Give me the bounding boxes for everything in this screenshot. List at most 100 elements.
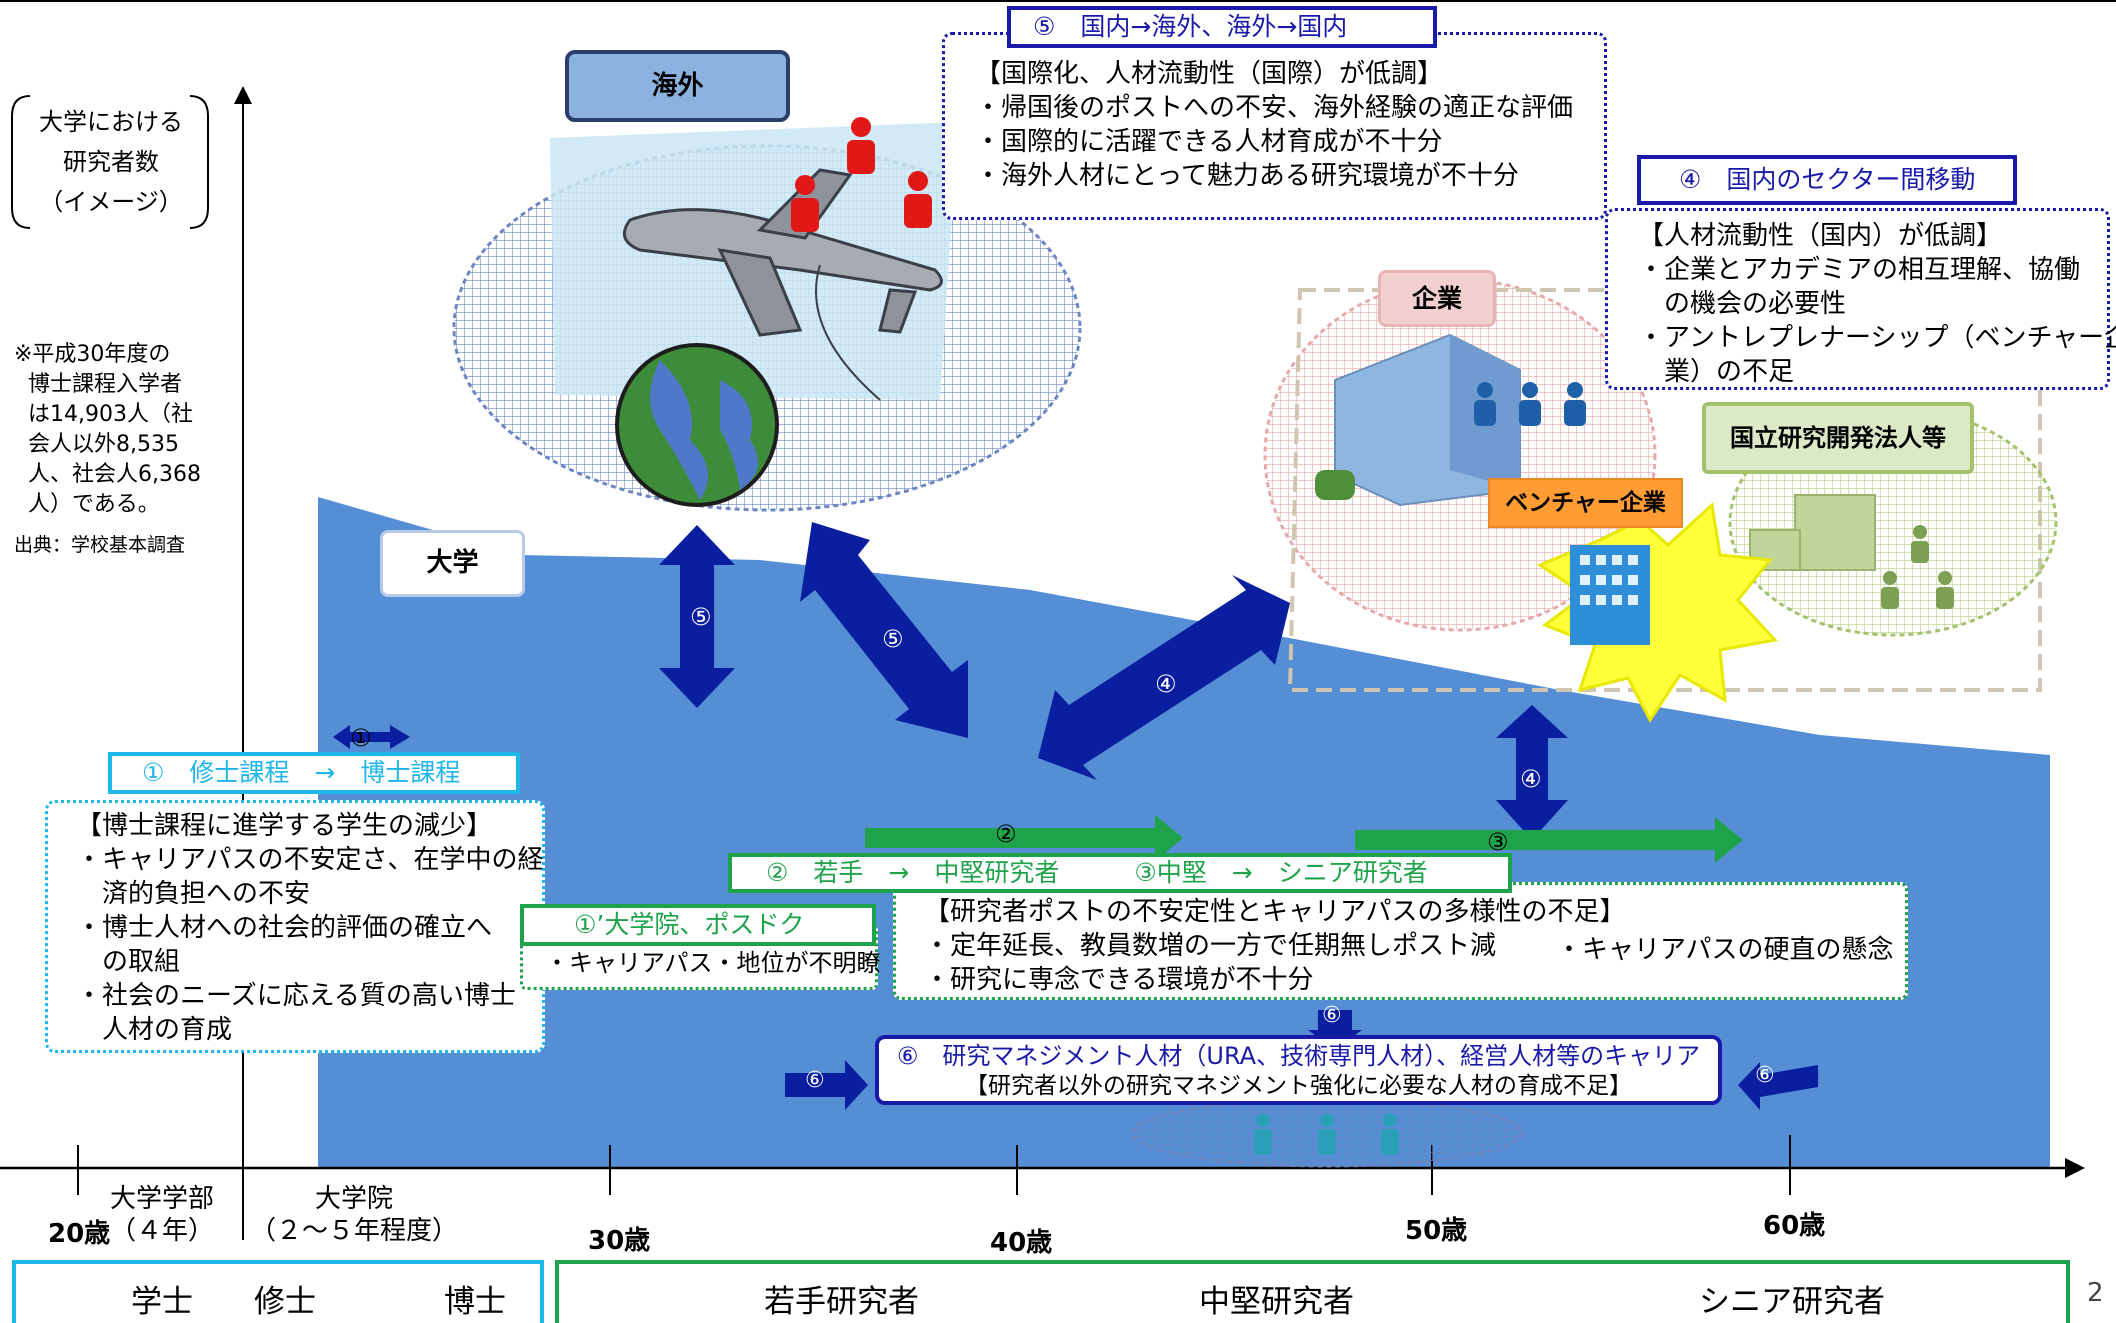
note-text: ※平成30年度の 博士課程入学者 は14,903人（社 会人以外8,535 人、… — [14, 340, 201, 520]
globe-icon — [615, 343, 779, 507]
management-people-icon — [1254, 1113, 1399, 1155]
page-number: 2 — [2087, 1278, 2104, 1308]
company-label: 企業 — [1378, 270, 1496, 327]
box1-line: 人材の育成 — [76, 1015, 233, 1045]
arrow-5-right — [800, 522, 968, 738]
red-people-icon — [791, 117, 932, 232]
box6-line1: ⑥ 研究マネジメント人材（URA、技術専門人材）、経営人材等のキャリア — [896, 1042, 1701, 1070]
box1-line: ・社会のニーズに応える質の高い博士 — [76, 981, 516, 1011]
box4-body: 【人材流動性（国内）が低調】 ・企業とアカデミアの相互理解、協働 の機会の必要性… — [1638, 219, 2116, 389]
national-lab-people-icon — [1881, 525, 1954, 609]
company-people-icon — [1474, 382, 1586, 426]
box1-line: ・キャリアパスの不安定さ、在学中の経 — [76, 845, 544, 875]
career-arrows — [865, 815, 1743, 863]
national-lab-label: 国立研究開発法人等 — [1702, 402, 1974, 474]
grad-label-line: 大学院 — [315, 1184, 394, 1214]
bottom-bar-mid: 中堅研究者 — [1199, 1284, 1354, 1320]
bottom-bar-senior: シニア研究者 — [1699, 1284, 1885, 1320]
y-axis-label-line: 大学における — [39, 108, 183, 136]
box6-line2: 【研究者以外の研究マネジメント強化に必要な人材の育成不足】 — [965, 1073, 1632, 1099]
box1-line: ・博士人材への社会的評価の確立へ — [76, 913, 493, 943]
bottom-bar-master: 修士 — [254, 1284, 316, 1320]
note-line: 人、社会人6,368 — [28, 462, 201, 487]
arrow-4-diag — [1038, 575, 1290, 780]
box1p-line: ・キャリアパス・地位が不明瞭 — [545, 949, 881, 977]
box4-line: ・アントレプレナーシップ（ベンチャー企 — [1638, 323, 2116, 353]
university-area — [318, 497, 2050, 1168]
box23-body: 【研究者ポストの不安定性とキャリアパスの多様性の不足】 ・定年延長、教員数増の一… — [924, 895, 1625, 997]
box4-line: ・企業とアカデミアの相互理解、協働 — [1638, 255, 2081, 285]
box5-line: ・帰国後のポストへの不安、海外経験の適正な評価 — [975, 93, 1574, 123]
tick-label-30: 30歳 — [588, 1226, 651, 1256]
flow-arrows — [333, 522, 1818, 1110]
box1-body: 【博士課程に進学する学生の減少】 ・キャリアパスの不安定さ、在学中の経 済的負担… — [76, 809, 543, 1047]
box6: ⑥ 研究マネジメント人材（URA、技術専門人材）、経営人材等のキャリア 【研究者… — [875, 1035, 1722, 1105]
undergrad-label-line: 大学学部 — [110, 1184, 215, 1214]
undergrad-label-line: （４年） — [110, 1216, 215, 1246]
y-axis-arrowhead — [234, 86, 252, 104]
national-lab-building-icon — [1749, 494, 1876, 571]
box23-right-line: ・キャリアパスの硬直の懸念 — [1556, 935, 1894, 965]
box1-line: 【博士課程に進学する学生の減少】 — [76, 811, 493, 841]
arrow-6-left — [785, 1060, 868, 1110]
y-label-bracket-left — [11, 95, 31, 229]
bottom-bar-bachelor: 学士 — [131, 1284, 193, 1320]
arrow-6-right — [1738, 1062, 1818, 1110]
box4-title: ④ 国内のセクター間移動 — [1637, 155, 2017, 205]
note-line: は14,903人（社 — [28, 402, 193, 427]
arrow-label-5-left: ⑤ — [690, 603, 712, 631]
box1: 【博士課程に進学する学生の減少】 ・キャリアパスの不安定さ、在学中の経 済的負担… — [45, 800, 545, 1053]
bottom-bar-young: 若手研究者 — [764, 1284, 919, 1320]
tick-label-60: 60歳 — [1763, 1211, 1826, 1241]
y-label-bracket-right — [189, 95, 209, 229]
arrow-label-5-right: ⑤ — [882, 625, 904, 653]
arrow-label-6-left: ⑥ — [805, 1068, 825, 1093]
arrow-label-4-vert: ④ — [1520, 765, 1542, 793]
box1-line: 済的負担への不安 — [76, 879, 311, 909]
arrow-2 — [865, 815, 1183, 861]
box5-line: ・国際的に活躍できる人材育成が不十分 — [975, 127, 1443, 157]
arrow-label-2: ② — [995, 820, 1017, 848]
y-axis-label-line: 研究者数 — [63, 148, 159, 176]
venture-label: ベンチャー企業 — [1488, 478, 1683, 528]
bottom-bar-researcher: 若手研究者 中堅研究者 シニア研究者 — [555, 1260, 2070, 1323]
box23-line: ・定年延長、教員数増の一方で任期無しポスト減 — [924, 931, 1497, 961]
arrow-label-6-right: ⑥ — [1755, 1063, 1775, 1088]
box5-line: 【国際化、人材流動性（国際）が低調】 — [975, 59, 1444, 89]
y-axis-label-line: （イメージ） — [39, 188, 183, 216]
arrow-label-1: ① — [350, 724, 372, 752]
box4-line: の機会の必要性 — [1638, 289, 1847, 319]
note-line: 人）である。 — [28, 492, 160, 517]
box1p-body: ・キャリアパス・地位が不明瞭 — [545, 948, 881, 978]
box4-line: 【人材流動性（国内）が低調】 — [1638, 221, 2003, 251]
university-label: 大学 — [380, 530, 525, 597]
note-line: ※平成30年度の — [14, 342, 171, 367]
note-line: 博士課程入学者 — [28, 372, 183, 397]
box23: 【研究者ポストの不安定性とキャリアパスの多様性の不足】 ・定年延長、教員数増の一… — [893, 882, 1908, 1000]
box23-line: 【研究者ポストの不安定性とキャリアパスの多様性の不足】 — [924, 897, 1626, 927]
box1p-title: ①’大学院、ポスドク — [520, 904, 876, 946]
tick-label-20: 20歳 — [48, 1219, 111, 1249]
y-axis-label: 大学における 研究者数 （イメージ） — [38, 102, 184, 222]
box5-body: 【国際化、人材流動性（国際）が低調】 ・帰国後のポストへの不安、海外経験の適正な… — [975, 57, 1573, 193]
overseas-label: 海外 — [565, 50, 790, 122]
box23-line: ・研究に専念できる環境が不十分 — [924, 965, 1314, 995]
box5-line: ・海外人材にとって魅力ある研究環境が不十分 — [975, 161, 1519, 191]
arrow-5-left — [659, 525, 735, 708]
arrow-3 — [1355, 817, 1743, 863]
box5: 【国際化、人材流動性（国際）が低調】 ・帰国後のポストへの不安、海外経験の適正な… — [942, 32, 1607, 220]
box4-line: 業）の不足 — [1638, 357, 1795, 387]
box1-line: の取組 — [76, 947, 181, 977]
bottom-bar-doctor: 博士 — [444, 1284, 506, 1320]
box1-title: ① 修士課程 → 博士課程 — [108, 752, 520, 794]
grad-label-line: （２～５年程度） — [250, 1216, 459, 1246]
undergrad-label: 大学学部 （４年） — [110, 1183, 214, 1247]
box4: 【人材流動性（国内）が低調】 ・企業とアカデミアの相互理解、協働 の機会の必要性… — [1605, 208, 2116, 390]
arrow-label-3: ③ — [1487, 828, 1509, 856]
box5-title: ⑤ 国内→海外、海外→国内 — [1007, 6, 1437, 48]
tick-label-50: 50歳 — [1405, 1216, 1468, 1246]
arrow-label-4-diag: ④ — [1155, 670, 1177, 698]
bottom-bar-student: 学士 修士 博士 — [12, 1260, 544, 1323]
x-axis-arrowhead — [2065, 1158, 2085, 1178]
